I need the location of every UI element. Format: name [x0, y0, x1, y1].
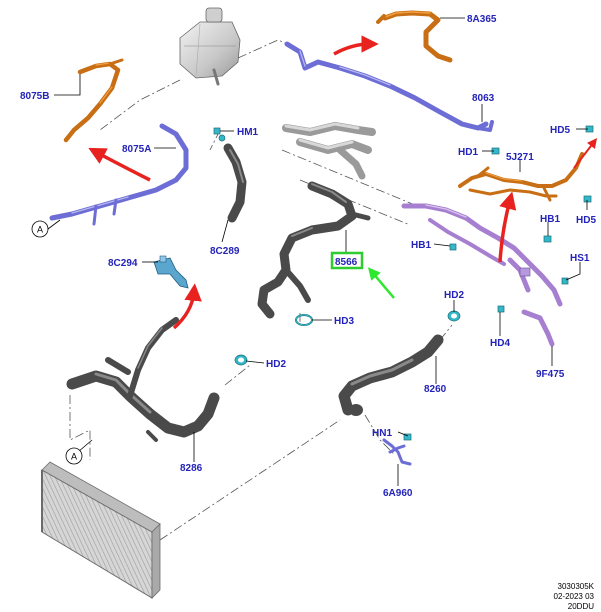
- label-8260: 8260: [424, 384, 447, 395]
- clip-hd5-right: [583, 195, 592, 203]
- label-8566: 8566: [335, 257, 358, 268]
- label-hd3: HD3: [334, 316, 354, 327]
- hose-8286: [66, 317, 220, 442]
- label-8a365: 8A365: [467, 14, 497, 25]
- clip-hb1-right: [543, 235, 552, 243]
- clip-hd2-top: [447, 310, 461, 322]
- harness-5j271: [458, 152, 584, 202]
- label-8c294: 8C294: [108, 258, 138, 269]
- clip-hb1-left: [449, 243, 457, 251]
- circle-ref-bottom: A: [65, 447, 83, 465]
- label-hd5-right: HD5: [576, 215, 596, 226]
- part-labels: 8A365 8075B 8063 HM1 8075A HD5 HD1 5J271…: [20, 14, 596, 499]
- hose-8075b: [63, 58, 124, 143]
- hose-8063: [284, 41, 494, 132]
- bracket-6a960: [382, 438, 412, 466]
- callout-arrows-red: [88, 35, 598, 330]
- label-hb1-left: HB1: [411, 240, 431, 251]
- figure-ref-line3: 20DDU: [568, 602, 594, 611]
- label-hd2-top: HD2: [444, 290, 464, 301]
- clip-hs1: [561, 277, 569, 285]
- coolant-reservoir: [179, 7, 241, 86]
- figure-ref-line2: 02-2023 03: [554, 592, 595, 601]
- tube-bundle-upper: [282, 121, 376, 180]
- figure-reference: 3030305K 02-2023 03 20DDU: [554, 582, 595, 611]
- callout-arrow-green: [367, 267, 395, 299]
- clip-hd4: [497, 305, 505, 313]
- label-5j271: 5J271: [506, 152, 534, 163]
- label-hd4: HD4: [490, 338, 510, 349]
- clip-hn1: [403, 433, 412, 441]
- circle-ref-bottom-text: A: [71, 452, 77, 462]
- hose-8566: [257, 181, 371, 319]
- clip-hd2-left: [234, 354, 248, 366]
- bracket-8c294: [153, 255, 189, 289]
- clip-hm1: [213, 127, 221, 135]
- label-hb1-right: HB1: [540, 214, 560, 225]
- label-hs1: HS1: [570, 253, 590, 264]
- label-hd2-left: HD2: [266, 359, 286, 370]
- label-hm1: HM1: [237, 127, 259, 138]
- hose-8a365: [376, 10, 453, 63]
- label-hn1: HN1: [372, 428, 392, 439]
- highlight-box-8566: [330, 251, 364, 270]
- label-9f475: 9F475: [536, 369, 565, 380]
- label-8c289: 8C289: [210, 246, 240, 257]
- hose-8260: [338, 334, 444, 416]
- leader-lines: [47, 17, 588, 486]
- circle-ref-top-text: A: [37, 225, 43, 235]
- radiator: [41, 461, 161, 599]
- label-hd1: HD1: [458, 147, 478, 158]
- harness-9f475: [401, 203, 563, 347]
- label-8063: 8063: [472, 93, 495, 104]
- clip-hd3: [295, 314, 313, 326]
- clips-teal: [213, 125, 594, 441]
- label-hd5-top: HD5: [550, 125, 570, 136]
- label-8075a: 8075A: [122, 144, 151, 155]
- label-6a960: 6A960: [383, 488, 413, 499]
- figure-ref-line1: 3030305K: [558, 582, 595, 591]
- circle-ref-top: A: [31, 220, 49, 238]
- hose-8c289: [218, 134, 247, 223]
- label-8286: 8286: [180, 463, 203, 474]
- label-8075b: 8075B: [20, 91, 49, 102]
- hose-8075a: [49, 123, 189, 226]
